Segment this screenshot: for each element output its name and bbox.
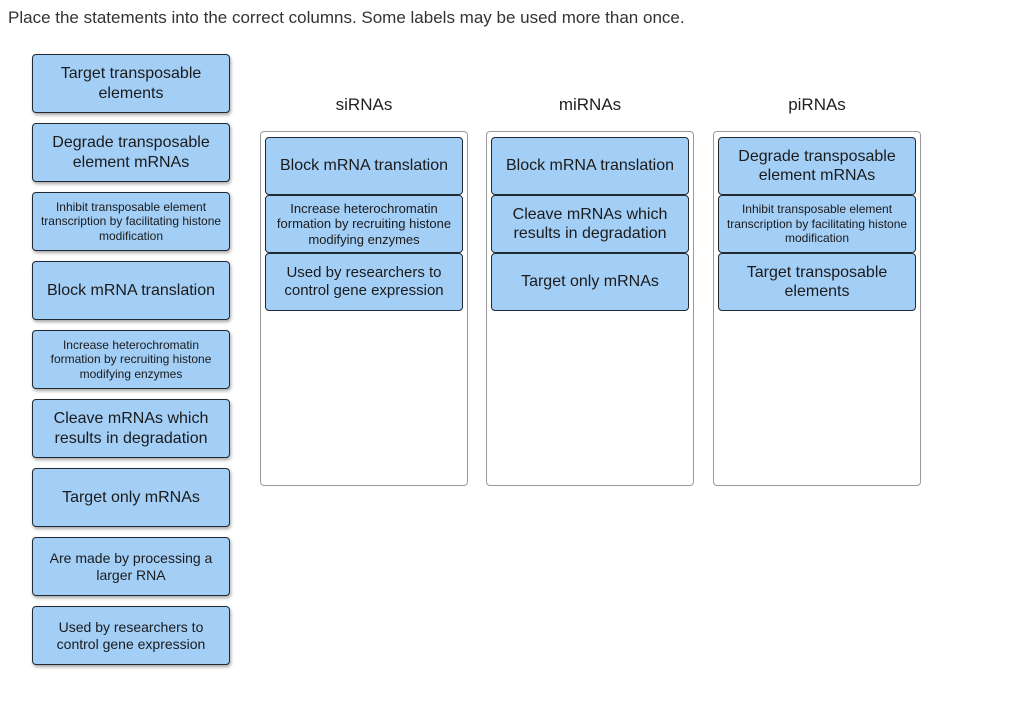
bank-label-target-transposable[interactable]: Target transposable elements xyxy=(32,54,230,113)
placed-label[interactable]: Block mRNA translation xyxy=(265,137,463,195)
drop-zone-sirnas[interactable]: Block mRNA translation Increase heteroch… xyxy=(260,131,468,486)
placed-label[interactable]: Inhibit transposable element transcripti… xyxy=(718,195,916,253)
placed-label[interactable]: Increase heterochromatin formation by re… xyxy=(265,195,463,253)
column-header-mirnas: miRNAs xyxy=(558,95,622,114)
bank-label-block-translation[interactable]: Block mRNA translation xyxy=(32,261,230,320)
drop-zone-mirnas[interactable]: Block mRNA translation Cleave mRNAs whic… xyxy=(486,131,694,486)
placed-label[interactable]: Target transposable elements xyxy=(718,253,916,311)
placed-label[interactable]: Used by researchers to control gene expr… xyxy=(265,253,463,311)
column-header-pirnas: piRNAs xyxy=(788,95,846,114)
placed-label[interactable]: Cleave mRNAs which results in degradatio… xyxy=(491,195,689,253)
bank-label-degrade-transposable[interactable]: Degrade transposable element mRNAs xyxy=(32,123,230,182)
bank-label-processing-larger-rna[interactable]: Are made by processing a larger RNA xyxy=(32,537,230,596)
placed-label[interactable]: Degrade transposable element mRNAs xyxy=(718,137,916,195)
bank-label-inhibit-transcription[interactable]: Inhibit transposable element transcripti… xyxy=(32,192,230,251)
bank-label-used-by-researchers[interactable]: Used by researchers to control gene expr… xyxy=(32,606,230,665)
drop-zone-pirnas[interactable]: Degrade transposable element mRNAs Inhib… xyxy=(713,131,921,486)
bank-label-cleave-mrnas[interactable]: Cleave mRNAs which results in degradatio… xyxy=(32,399,230,458)
placed-label[interactable]: Block mRNA translation xyxy=(491,137,689,195)
bank-label-target-only-mrnas[interactable]: Target only mRNAs xyxy=(32,468,230,527)
instruction-text: Place the statements into the correct co… xyxy=(8,8,685,27)
column-header-sirnas: siRNAs xyxy=(335,95,393,114)
bank-label-increase-heterochromatin[interactable]: Increase heterochromatin formation by re… xyxy=(32,330,230,389)
placed-label[interactable]: Target only mRNAs xyxy=(491,253,689,311)
label-bank: Target transposable elements Degrade tra… xyxy=(32,54,230,675)
